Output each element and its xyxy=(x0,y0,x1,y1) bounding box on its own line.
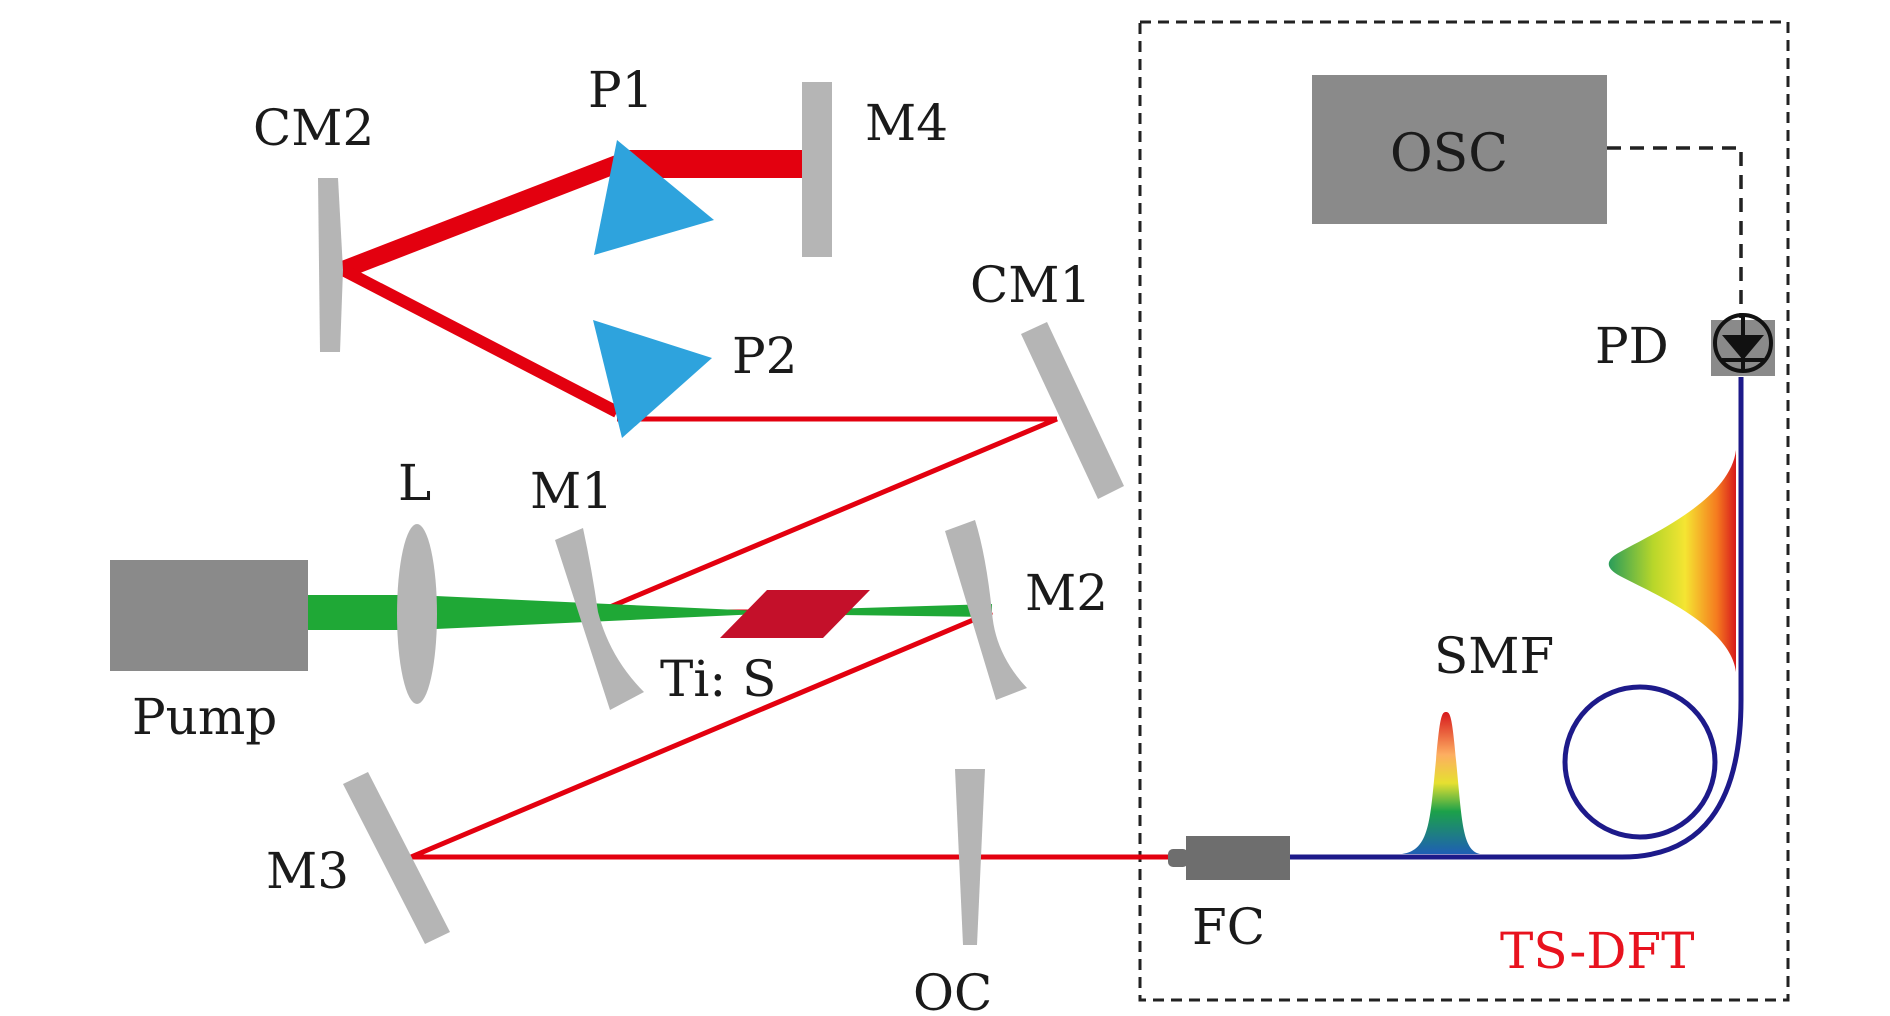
label-m3: M3 xyxy=(266,842,349,900)
input-pulse xyxy=(1402,712,1480,854)
label-smf: SMF xyxy=(1434,627,1554,685)
label-pd: PD xyxy=(1595,317,1669,375)
pump-beam xyxy=(305,595,992,630)
label-m4: M4 xyxy=(865,94,948,152)
signal-cable xyxy=(1607,146,1743,318)
label-tis: Ti: S xyxy=(660,650,776,708)
label-ts-dft: TS-DFT xyxy=(1500,922,1694,980)
prism-p2 xyxy=(593,320,712,438)
label-m2: M2 xyxy=(1025,564,1108,622)
lens-l xyxy=(397,524,437,704)
label-pump: Pump xyxy=(132,688,277,746)
label-cm2: CM2 xyxy=(253,99,374,157)
mirror-m2 xyxy=(945,520,1027,700)
output-coupler-oc xyxy=(955,769,985,945)
ts-dft-box xyxy=(1138,20,1790,1002)
prism-p1 xyxy=(594,140,714,255)
mirror-m4 xyxy=(802,82,832,257)
stretched-pulse xyxy=(1608,450,1736,672)
label-oc: OC xyxy=(913,964,992,1016)
ti-sapphire-crystal xyxy=(720,590,870,638)
single-mode-fiber xyxy=(1290,377,1744,860)
label-l: L xyxy=(398,454,431,512)
photodiode xyxy=(1711,313,1775,376)
optics xyxy=(318,82,1124,945)
oscilloscope-box xyxy=(1312,75,1607,224)
mirror-m1 xyxy=(555,528,644,710)
label-cm1: CM1 xyxy=(970,256,1091,314)
label-p1: P1 xyxy=(588,61,653,119)
label-osc: OSC xyxy=(1390,124,1508,184)
pump-laser-box xyxy=(110,560,308,671)
label-p2: P2 xyxy=(732,327,797,385)
mirror-m3 xyxy=(343,772,450,944)
laser-beam xyxy=(339,150,1180,860)
label-fc: FC xyxy=(1192,898,1265,956)
mirror-cm2 xyxy=(318,178,343,352)
fiber-coupler xyxy=(1168,836,1290,880)
mirror-cm1 xyxy=(1021,322,1124,499)
label-m1: M1 xyxy=(530,462,613,520)
